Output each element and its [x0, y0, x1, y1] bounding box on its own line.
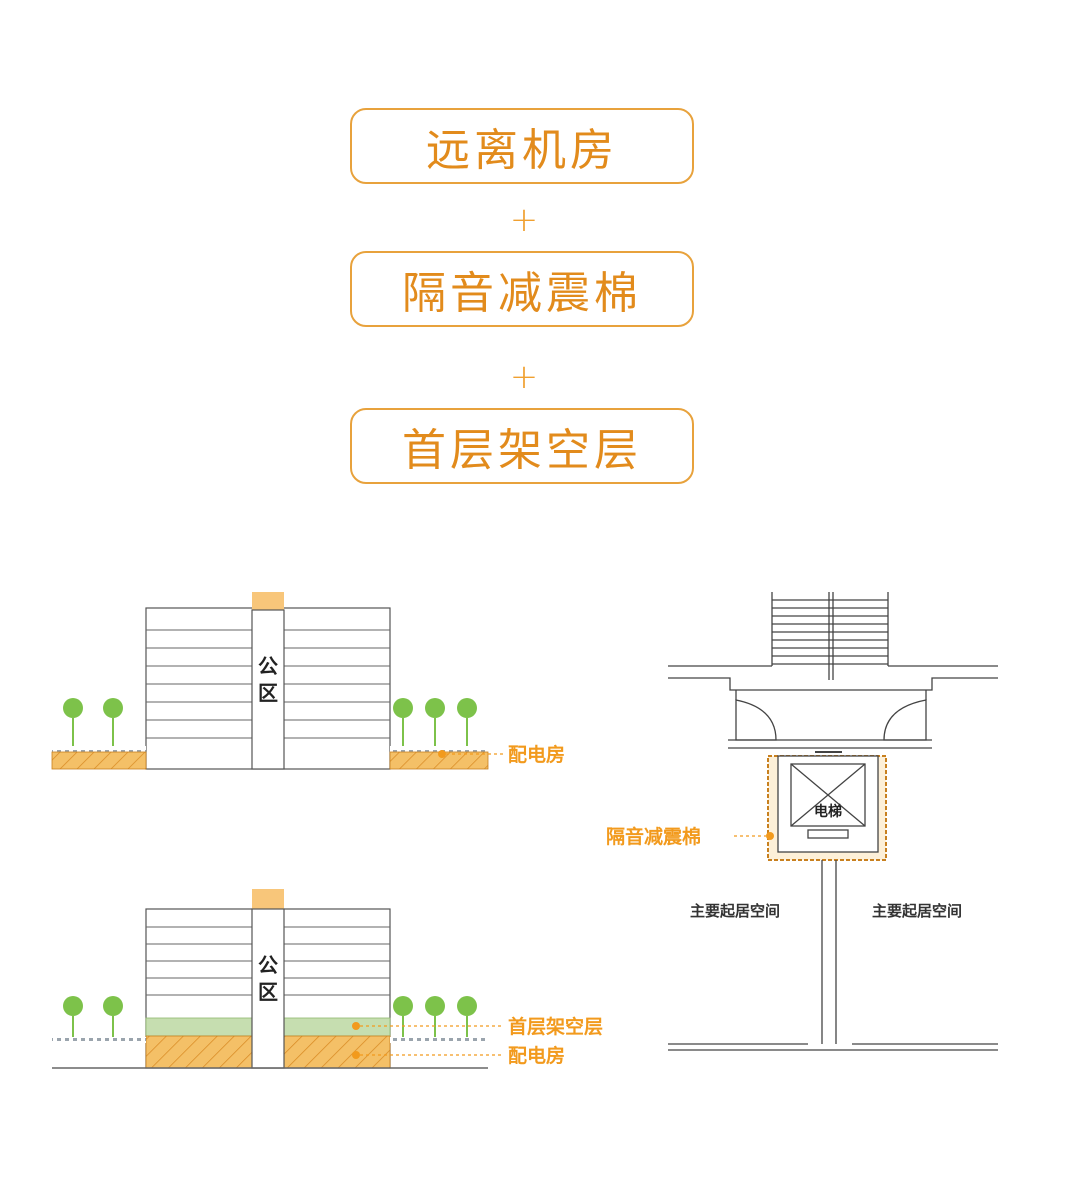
tree-row-right: [393, 996, 477, 1037]
door-swing-left: [735, 699, 777, 741]
feature-pill-label: 远离机房: [426, 125, 618, 176]
callout-dot: [766, 832, 774, 840]
callout-stilt-floor: 首层架空层: [508, 1015, 603, 1038]
tree-row-left: [63, 996, 123, 1037]
tower-label: 公: [258, 654, 278, 678]
stair-flight: [771, 592, 889, 680]
ground-fence: [390, 1037, 488, 1043]
door-swing-right: [883, 699, 927, 741]
callout-insulation: 隔音减震棉: [606, 825, 701, 848]
core-tower: [251, 609, 285, 770]
elevator-counterweight: [807, 829, 849, 839]
ground-fence: [52, 746, 146, 752]
callout-dot: [352, 1051, 360, 1059]
callout-power-room: 配电房: [508, 1044, 565, 1067]
feature-pill-stilt-floor: 首层架空层: [350, 408, 694, 484]
wall-line: [735, 690, 927, 700]
ground-fence: [52, 1037, 146, 1043]
feature-pill-label: 隔音减震棉: [402, 268, 642, 319]
tree-row-right: [393, 698, 477, 746]
callout-dot: [438, 750, 446, 758]
callout-dot: [352, 1022, 360, 1030]
tower-cap: [252, 592, 284, 610]
illustration-diagram: 公 区 配电房 公 区: [51, 592, 998, 1069]
plus-sign: +: [509, 200, 539, 240]
room-label-right: 主要起居空间: [872, 902, 962, 920]
wall-line: [728, 739, 932, 749]
tower-label: 公: [258, 953, 278, 977]
partition-wall: [821, 860, 837, 1044]
callout-power-room: 配电房: [508, 743, 565, 766]
section-diagram-bottom: 公 区 首层架空层 配电房: [52, 889, 603, 1069]
floor-plan: [668, 592, 998, 1051]
feature-pill-remote-machine-room: 远离机房: [350, 108, 694, 184]
feature-pill-label: 首层架空层: [402, 425, 642, 476]
underground-room-left: [51, 751, 147, 770]
section-diagram-top: 公 区 配电房: [51, 592, 565, 770]
tree-row-left: [63, 698, 123, 746]
wall-line: [668, 677, 998, 691]
tower-cap: [252, 889, 284, 909]
tower-label: 区: [258, 681, 278, 705]
ground-fence: [390, 746, 488, 752]
plus-sign: +: [509, 357, 539, 397]
tower-label: 区: [258, 980, 278, 1004]
exterior-wall: [668, 1043, 998, 1051]
elevator-label: 电梯: [814, 803, 842, 820]
room-label-left: 主要起居空间: [690, 902, 780, 920]
feature-pill-sound-insulation: 隔音减震棉: [350, 251, 694, 327]
